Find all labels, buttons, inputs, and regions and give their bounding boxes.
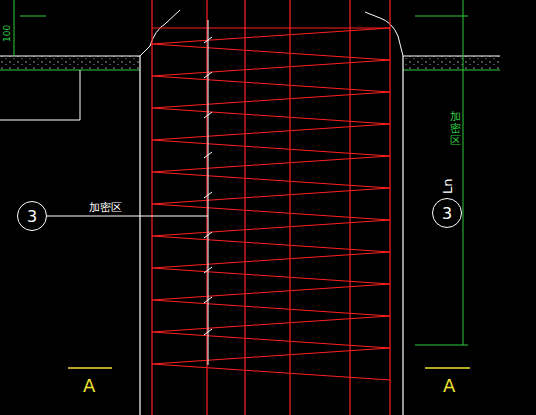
- dimension-line: [415, 345, 468, 346]
- longitudinal-bars: [152, 0, 390, 415]
- section-mark: [68, 367, 112, 369]
- callout-number: 3: [442, 204, 452, 223]
- dimension-line: [20, 16, 46, 17]
- dimension-line: [463, 0, 464, 345]
- zone-label: 加密区: [449, 110, 462, 148]
- tick-marks: [204, 37, 212, 335]
- dimension-line: [208, 20, 209, 365]
- break-line: [140, 10, 180, 56]
- callout-number: 3: [27, 207, 37, 226]
- zone-label: 加密区: [88, 201, 123, 214]
- length-symbol: Ln: [440, 178, 455, 195]
- break-line: [365, 12, 403, 56]
- slab-line: [0, 69, 140, 70]
- section-letter: A: [82, 376, 96, 396]
- slab-line: [403, 69, 500, 70]
- dimension-line: [415, 16, 468, 17]
- spiral-stirrup: [152, 28, 390, 380]
- section-mark: [425, 367, 470, 369]
- callout-circle: 3: [17, 201, 47, 231]
- pile-outline: [139, 56, 140, 415]
- slab-fill: [0, 56, 140, 70]
- bracket-line: [0, 70, 80, 120]
- pile-outline: [402, 56, 403, 415]
- slab-fill: [403, 56, 500, 70]
- slab-line: [403, 56, 500, 57]
- slab-line: [0, 56, 140, 57]
- dimension-line: [14, 0, 15, 56]
- leader-line: [47, 216, 208, 217]
- callout-circle: 3: [432, 198, 462, 228]
- section-letter: A: [442, 376, 456, 396]
- dimension-text: 100: [2, 24, 13, 43]
